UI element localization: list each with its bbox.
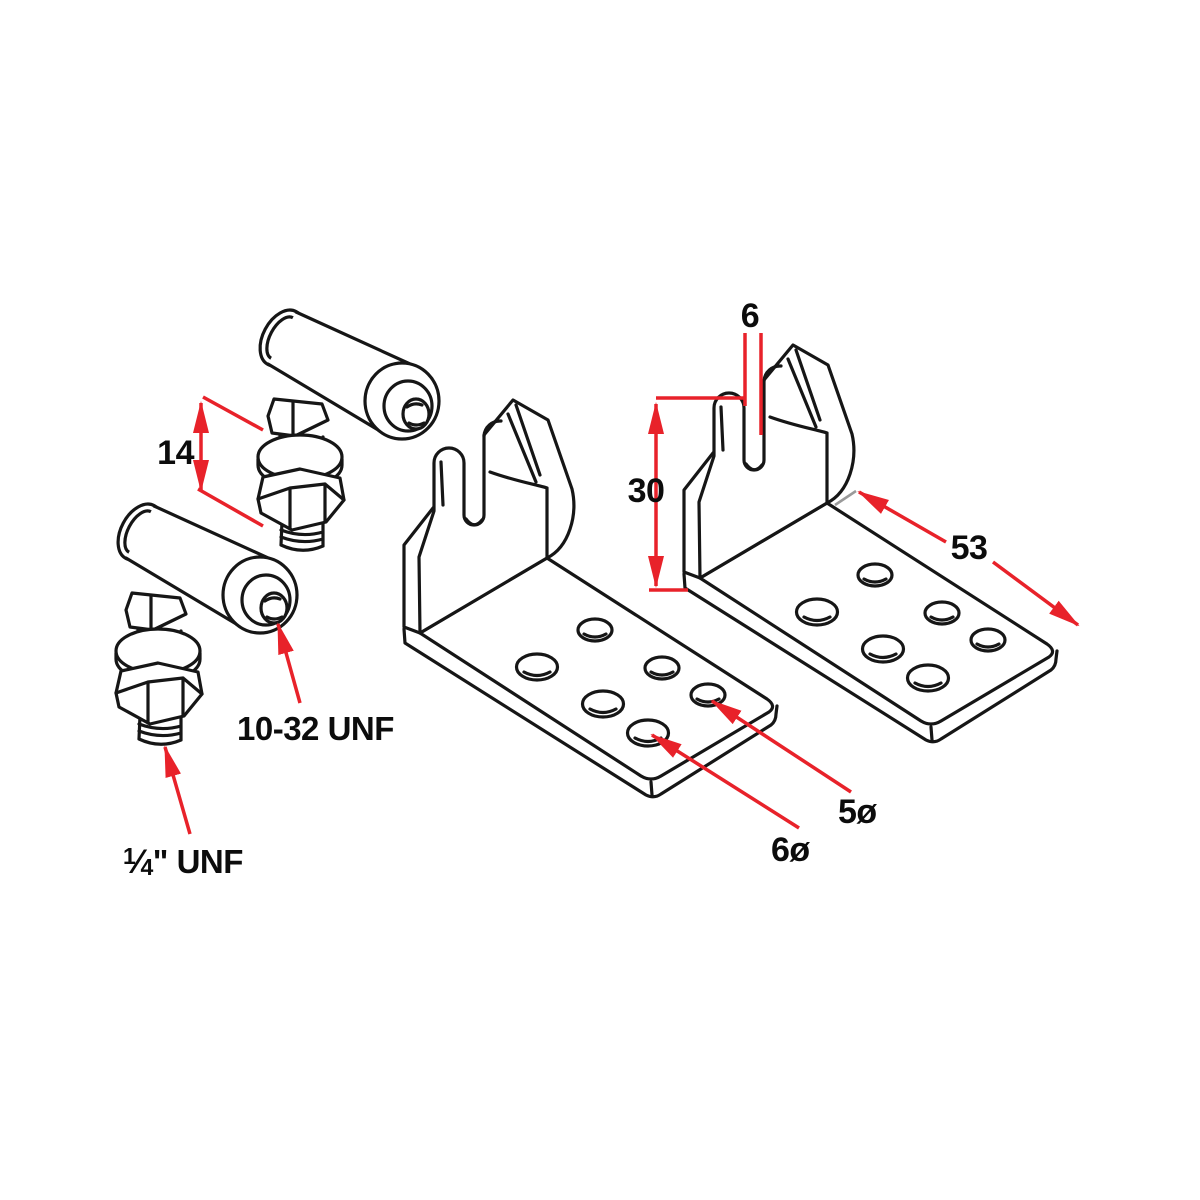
leader-arrow-10-32: [276, 622, 302, 704]
hole-dia-6-label: 6ø: [771, 831, 810, 869]
hole-dia-5-label: 5ø: [838, 793, 877, 831]
dim-arrow-53-lower: [991, 560, 1080, 627]
terminal-bolt-lower: [107, 494, 299, 746]
thread-suffix: " UNF: [152, 843, 244, 880]
dim-arrow-53-upper: [857, 490, 947, 544]
dim-label-base-length: 53: [950, 529, 988, 567]
dim-label-slot-width: 6: [740, 297, 760, 335]
dim-label-upright-height: 30: [627, 472, 665, 510]
dim-tick-14-top: [202, 395, 264, 432]
thread-10-32-label: 10-32 UNF: [237, 710, 394, 747]
fraction-slash: ⁄: [135, 843, 141, 881]
fraction-denominator: 4: [140, 854, 153, 880]
leader-arrow-6dia: [650, 733, 800, 830]
dim-label-14: 14: [157, 434, 194, 472]
thread-quarter-unf-label: 1⁄4" UNF: [123, 843, 244, 881]
leader-line-gray: [834, 489, 857, 507]
leader-arrow-5dia: [710, 699, 852, 794]
fraction-numerator: 1: [123, 843, 136, 869]
dimension-lines: [163, 333, 1080, 835]
dim-tick-14-bottom: [197, 487, 264, 528]
leader-arrow-quarter: [163, 745, 192, 835]
terminal-bolt-upper: [249, 300, 441, 552]
